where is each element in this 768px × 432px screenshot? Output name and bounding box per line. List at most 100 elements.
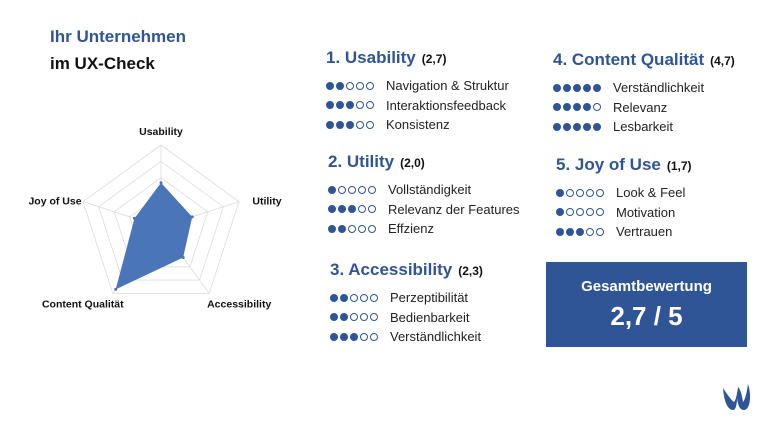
section-name: 2. Utility [328, 152, 395, 171]
criteria-item: Konsistenz [326, 115, 509, 135]
rating-dot-empty [586, 188, 594, 197]
rating-dot-empty [356, 101, 364, 110]
criteria-item: Motivation [556, 203, 692, 223]
rating-dot-empty [368, 185, 376, 194]
brand-logo-icon [723, 384, 751, 410]
rating-dot-filled [338, 224, 346, 233]
rating-dot-filled [340, 293, 348, 302]
rating-dots [556, 227, 616, 236]
criteria-item: Vertrauen [556, 222, 692, 242]
rating-dot-filled [338, 205, 346, 214]
rating-dot-filled [326, 101, 334, 110]
rating-dot-empty [370, 313, 378, 322]
criteria-item: Relevanz [553, 98, 735, 118]
criteria-item: Lesbarkeit [553, 117, 735, 137]
rating-dot-empty [358, 205, 366, 214]
criteria-label: Verständlichkeit [390, 329, 482, 345]
rating-dot-empty [348, 224, 356, 233]
criteria-item: Effzienz [328, 219, 520, 239]
section-score: (2,3) [458, 264, 483, 278]
section-score: (4,7) [710, 54, 735, 68]
rating-dot-empty [360, 313, 368, 322]
rating-dots [326, 101, 386, 110]
criteria-item: Interaktionsfeedback [326, 96, 509, 116]
rating-dot-empty [566, 208, 574, 217]
rating-dot-filled [576, 227, 584, 236]
rating-dot-filled [350, 332, 358, 341]
rating-dots [553, 83, 613, 92]
rating-dot-filled [328, 205, 336, 214]
section-title-content-qualitaet: 4. Content Qualität (4,7) [553, 50, 735, 70]
rating-dot-filled [348, 205, 356, 214]
rating-dot-filled [326, 81, 334, 90]
rating-dot-filled [573, 103, 581, 112]
radar-data-point [190, 215, 194, 219]
rating-dots [330, 293, 390, 302]
criteria-item: Bedienbarkeit [330, 308, 483, 328]
rating-dot-empty [366, 120, 374, 129]
total-rating-value: 2,7 / 5 [610, 301, 683, 331]
rating-dots [553, 122, 613, 131]
rating-dot-filled [330, 293, 338, 302]
rating-dot-empty [370, 293, 378, 302]
criteria-item: Verständlichkeit [553, 78, 735, 98]
section-name: 3. Accessibility [330, 260, 453, 279]
criteria-label: Motivation [616, 204, 676, 220]
section-title-utility: 2. Utility(2,0) [328, 152, 520, 172]
rating-dots [328, 205, 388, 214]
rating-dot-empty [350, 313, 358, 322]
rating-dot-empty [368, 224, 376, 233]
rating-dot-empty [360, 293, 368, 302]
section-score: (2,7) [421, 52, 447, 66]
rating-dot-empty [360, 332, 368, 341]
rating-dot-filled [340, 313, 348, 322]
section-name: 4. Content Qualität [553, 50, 705, 69]
rating-dot-empty [586, 227, 594, 236]
radar-axis-label: Usability [139, 126, 183, 138]
rating-dot-filled [553, 122, 561, 131]
radar-data-point [132, 216, 136, 220]
criteria-item: Relevanz der Features [328, 200, 520, 220]
rating-dot-empty [370, 332, 378, 341]
rating-dots [553, 103, 613, 112]
criteria-item: Vollständigkeit [328, 180, 520, 200]
rating-dot-empty [586, 208, 594, 217]
criteria-label: Vollständigkeit [388, 182, 472, 198]
rating-dot-empty [358, 224, 366, 233]
rating-dot-empty [366, 81, 374, 90]
criteria-item: Look & Feel [556, 183, 692, 203]
rating-dots [330, 332, 390, 341]
section-title-accessibility: 3. Accessibility (2,3) [330, 260, 483, 280]
rating-dot-empty [593, 103, 601, 112]
radar-data-point [181, 256, 185, 260]
section-content-qualitaet: 4. Content Qualität (4,7) Verständlichkeit… [553, 50, 735, 137]
rating-dot-filled [346, 101, 354, 110]
criteria-item: Perzeptibilität [330, 288, 483, 308]
total-rating-label: Gesamtbewertung [581, 278, 712, 295]
rating-dots [330, 313, 390, 322]
rating-dot-filled [336, 101, 344, 110]
rating-dot-empty [368, 205, 376, 214]
rating-dot-filled [573, 122, 581, 131]
rating-dot-filled [336, 81, 344, 90]
rating-dot-filled [328, 185, 336, 194]
radar-data-area [115, 182, 193, 290]
total-rating-box: Gesamtbewertung 2,7 / 5 [546, 262, 747, 347]
rating-dot-empty [350, 293, 358, 302]
criteria-label: Interaktionsfeedback [386, 97, 506, 113]
rating-dot-filled [330, 332, 338, 341]
rating-dot-empty [358, 185, 366, 194]
rating-dot-filled [556, 208, 564, 217]
rating-dot-filled [583, 122, 591, 131]
criteria-label: Vertrauen [616, 224, 673, 240]
rating-dot-filled [573, 83, 581, 92]
rating-dot-empty [348, 185, 356, 194]
rating-dots [328, 224, 388, 233]
rating-dot-empty [366, 101, 374, 110]
